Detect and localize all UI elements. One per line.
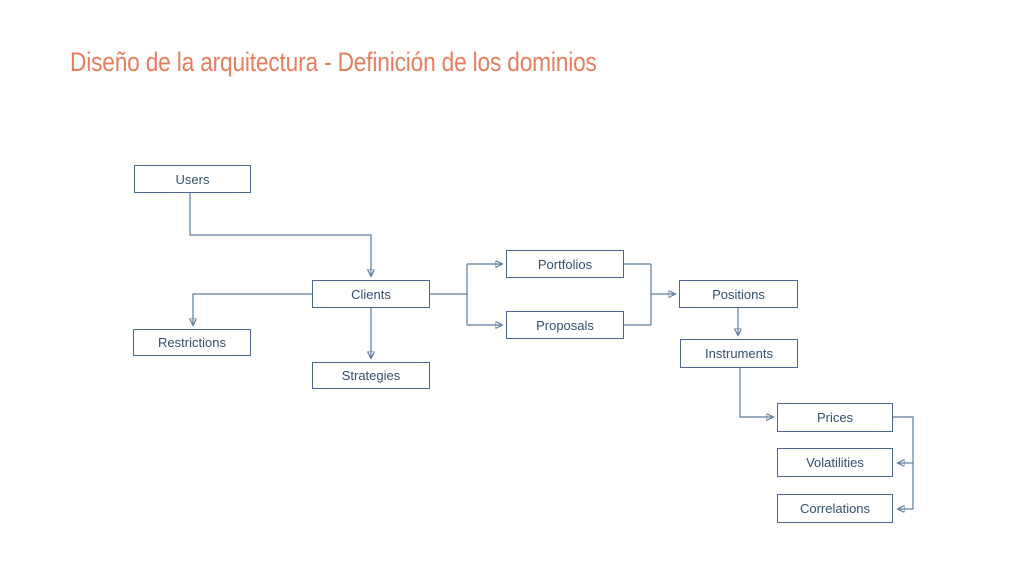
node-prices: Prices bbox=[777, 403, 893, 432]
edge-clients-split bbox=[430, 264, 502, 325]
node-clients: Clients bbox=[312, 280, 430, 308]
node-portfolios: Portfolios bbox=[506, 250, 624, 278]
node-strategies: Strategies bbox=[312, 362, 430, 389]
node-restrictions: Restrictions bbox=[133, 329, 251, 356]
edge-merge-positions bbox=[624, 263, 675, 326]
node-correlations: Correlations bbox=[777, 494, 893, 523]
node-volatilities: Volatilities bbox=[777, 448, 893, 477]
slide-title: Diseño de la arquitectura - Definición d… bbox=[70, 47, 597, 77]
node-instruments: Instruments bbox=[680, 339, 798, 368]
node-users: Users bbox=[134, 165, 251, 193]
edge-instruments-prices bbox=[739, 368, 773, 417]
node-proposals: Proposals bbox=[506, 311, 624, 339]
edge-prices-bracket bbox=[893, 416, 914, 509]
edge-users-clients bbox=[189, 193, 371, 276]
edge-clients-restrictions bbox=[193, 293, 312, 325]
node-positions: Positions bbox=[679, 280, 798, 308]
